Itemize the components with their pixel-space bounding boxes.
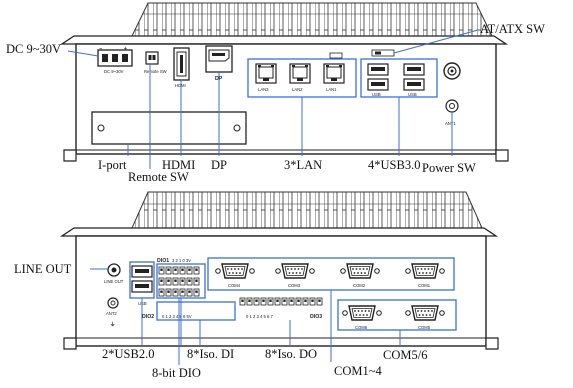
power-switch [443, 62, 461, 80]
usb3-label-b: USB [408, 92, 417, 97]
com6-label: COM6 [355, 325, 368, 330]
dio3-iso-do: 0 1 2 3 4 5 6 7 DIO3 [239, 297, 323, 320]
hdmi-panel-label: HDMI [175, 83, 186, 88]
callout-iso-di: 8*Iso. DI [187, 347, 235, 361]
dio3-pins-label: 0 1 2 3 4 5 6 7 [246, 314, 273, 319]
com5-6-ports: COM6 COM5 [337, 299, 457, 331]
lan2-label: LAN2 [292, 87, 303, 92]
callout-lan: 3*LAN [284, 158, 323, 172]
callout-usb3: 4*USB3.0 [368, 158, 421, 172]
com2-label: COM2 [353, 283, 366, 288]
callout-line-out: LINE OUT [14, 262, 72, 276]
dio2-pins-label: 0 1 2 3 4 5 6 5V [162, 314, 192, 319]
callout-at-atx: AT/ATX SW [480, 22, 545, 36]
com1-label: COM1 [418, 283, 431, 288]
line-out-jack: LINE OUT [104, 263, 124, 284]
callout-dp: DP [211, 158, 227, 172]
dc-minus-label: − [99, 46, 102, 52]
dio3-label: DIO3 [310, 314, 322, 320]
dc-plus-label: + [124, 46, 127, 52]
callout-iport: I-port [98, 158, 127, 172]
ant2-label: ANT2 [106, 311, 117, 316]
ground-symbol: ⏚ [110, 321, 115, 328]
lan3-label: LAN3 [258, 87, 269, 92]
callout-hdmi: HDMI [162, 158, 196, 172]
com3-label: COM3 [288, 283, 301, 288]
top-leader-lines [67, 29, 479, 169]
callout-usb2: 2*USB2.0 [102, 347, 155, 361]
lan1-label: LAN1 [326, 87, 337, 92]
dio1-header: DIO1 3 2 1 0 3V [156, 258, 206, 299]
bottom-leader-lines [90, 268, 401, 365]
com4-label: COM4 [228, 283, 241, 288]
dc-panel-label: DC 9~30V [104, 69, 124, 74]
usb3-label-a: USB [372, 92, 381, 97]
callout-power-sw: Power SW [422, 161, 476, 175]
dio2-label: DIO2 [142, 314, 154, 320]
callout-com1-4: COM1~4 [334, 364, 382, 378]
callout-8bit-dio: 8-bit DIO [152, 366, 201, 380]
iport-plate [91, 111, 247, 145]
lineout-panel-label: LINE OUT [104, 279, 124, 284]
remote-sw-connector: Remote SW [144, 51, 167, 74]
callout-iso-do: 8*Iso. DO [265, 347, 318, 361]
antenna-2: ANT2 ⏚ [106, 297, 119, 328]
callout-com5-6: COM5/6 [383, 348, 428, 362]
callout-dc-in: DC 9~30V [6, 42, 62, 56]
remote-panel-label: Remote SW [144, 69, 167, 74]
dp-port: DP [205, 45, 233, 82]
dio1-label: DIO1 [157, 258, 169, 264]
callout-remote-sw: Remote SW [128, 170, 189, 184]
ant1-label: ANT1 [445, 121, 456, 126]
dio2-iso-di: DIO2 0 1 2 3 4 5 6 5V [142, 301, 236, 321]
dc-in-connector: − + DC 9~30V [97, 46, 133, 74]
dio1-pins-label: 3 2 1 0 3V [172, 258, 191, 263]
bottom-chassis [59, 191, 499, 350]
com5-label: COM5 [418, 325, 431, 330]
